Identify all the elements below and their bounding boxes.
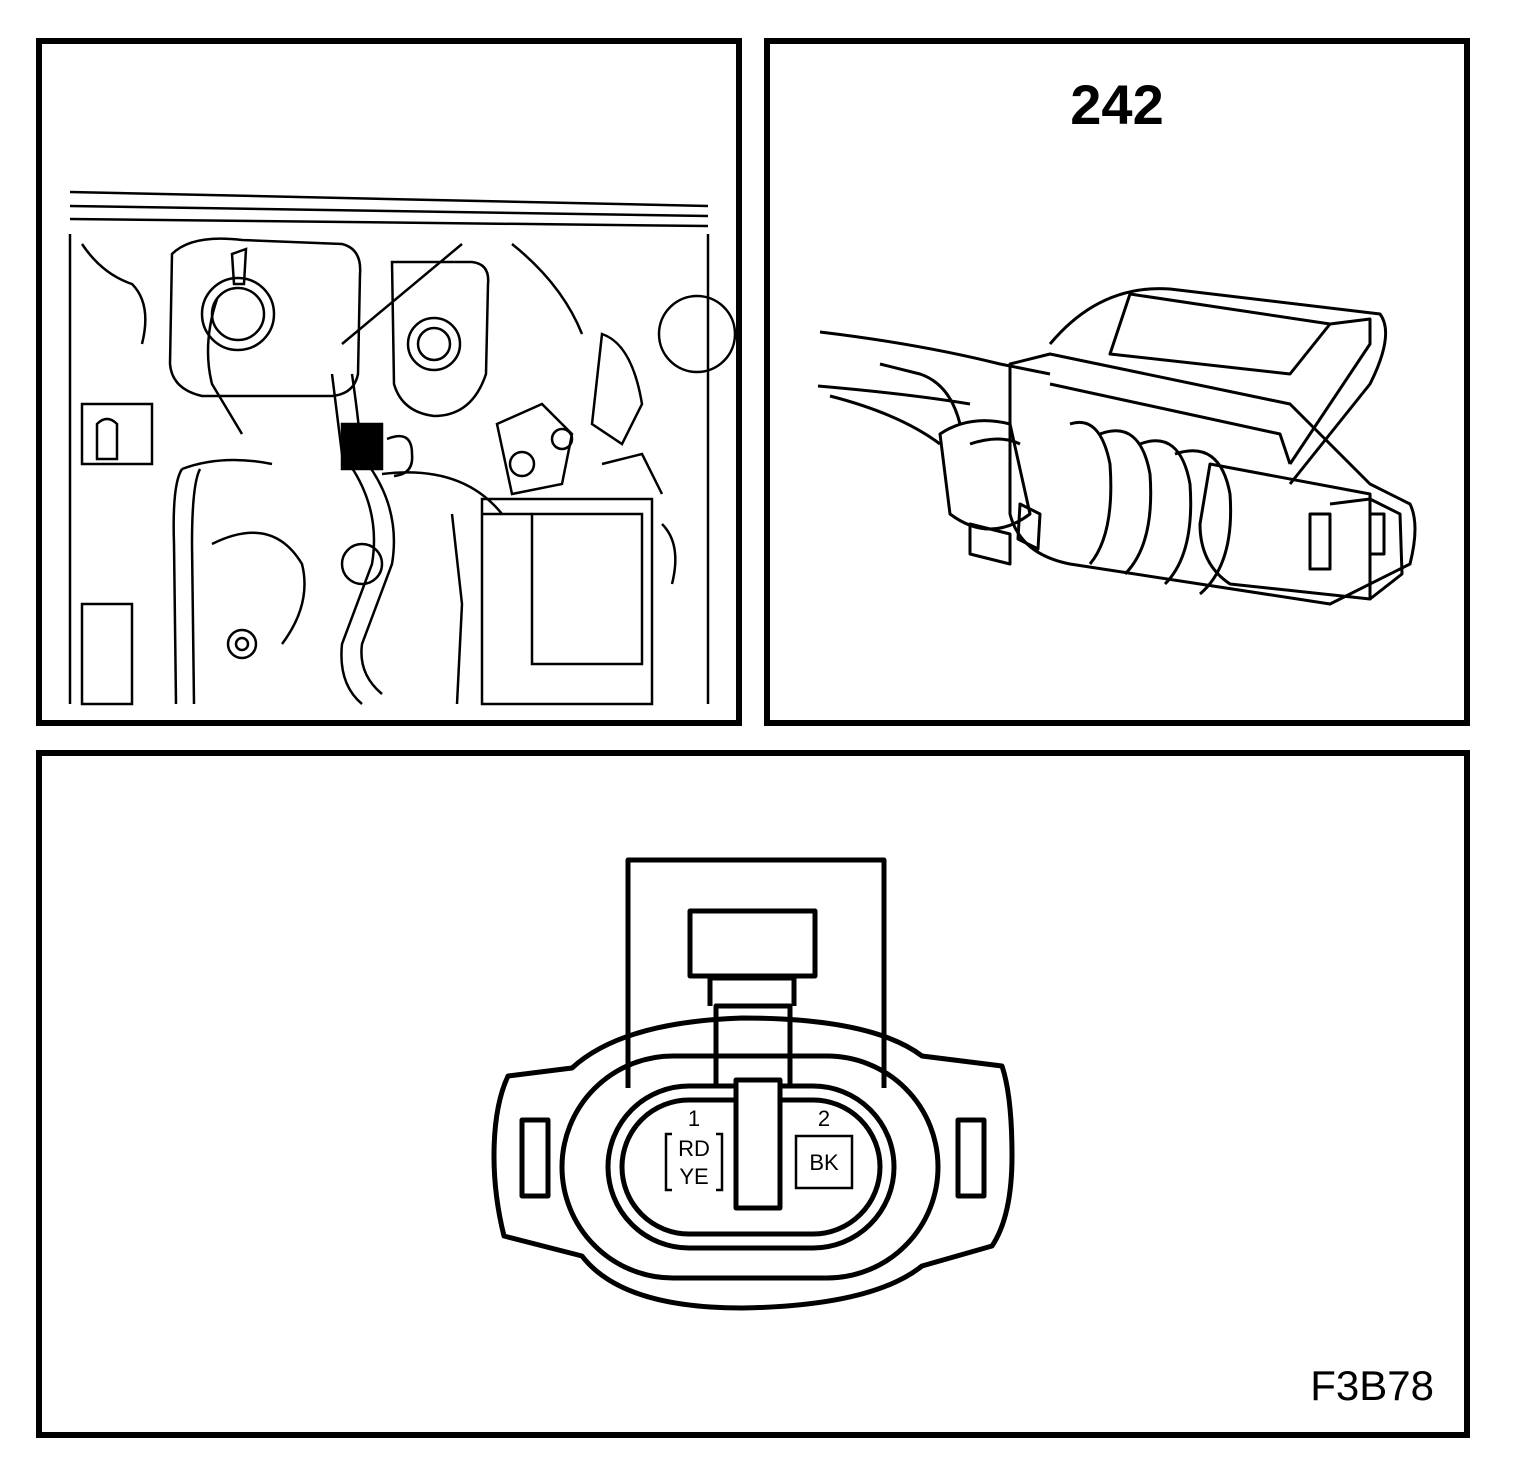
- engine-bay-illustration-icon: [68, 190, 736, 706]
- connector-3d-illustration-icon: [817, 287, 1417, 606]
- pin-1-number: 1: [688, 1106, 700, 1131]
- pin-2-color-line-1: BK: [809, 1150, 839, 1175]
- pin-1-color-line-1: RD: [678, 1136, 710, 1161]
- connector-face-pinout-icon: 1 RD YE 2 BK: [491, 857, 1015, 1311]
- engine-bay-panel: [36, 38, 742, 726]
- connector-view-panel: 242: [764, 38, 1470, 726]
- figure-code: F3B78: [1310, 1362, 1434, 1409]
- connector-number: 242: [1070, 73, 1164, 136]
- pinout-panel: 1 RD YE 2 BK F3B78: [36, 750, 1470, 1438]
- pin-1-color-line-2: YE: [679, 1164, 708, 1189]
- pin-2-number: 2: [818, 1106, 830, 1131]
